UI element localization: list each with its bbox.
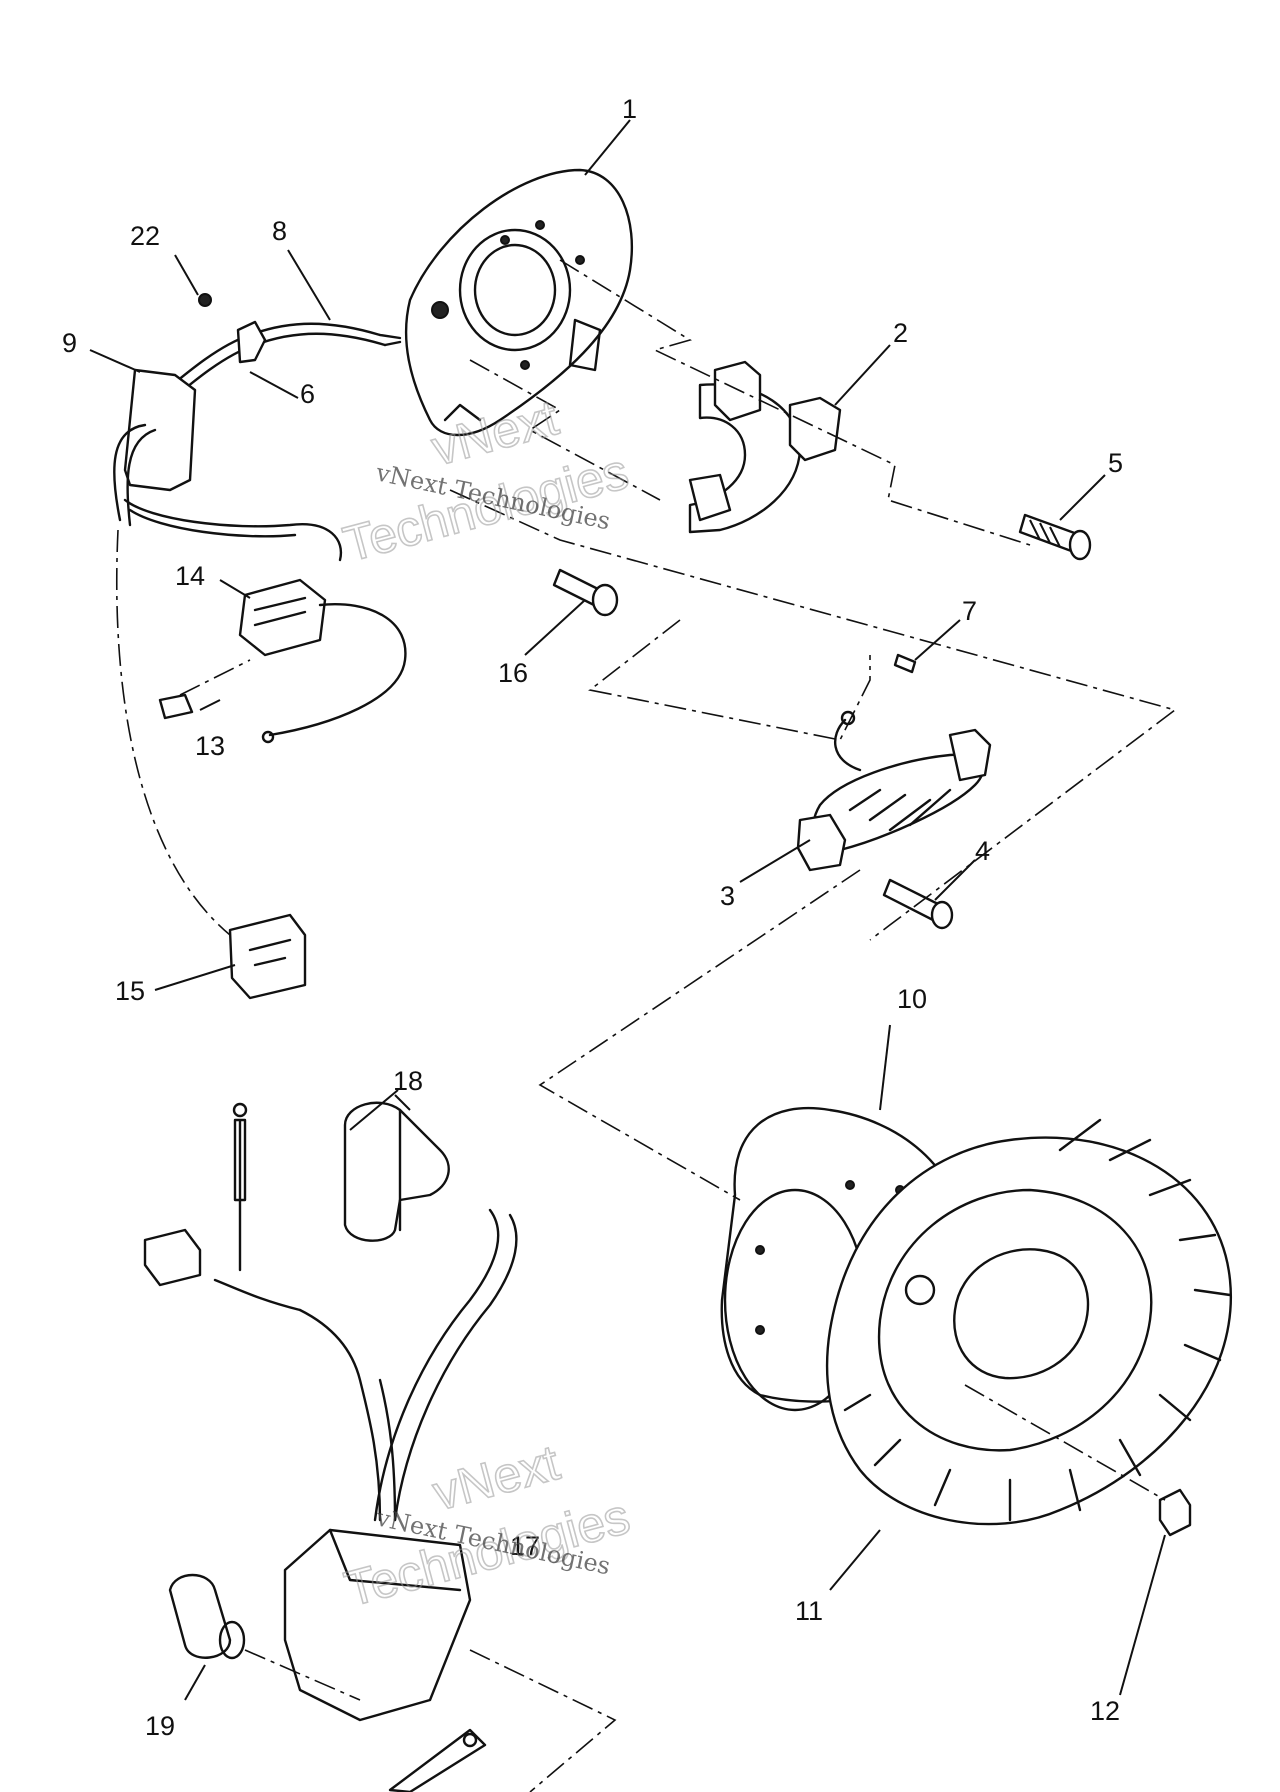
callout-15: 15 [115, 976, 145, 1006]
screw-5 [1018, 513, 1092, 561]
callout-4: 4 [975, 836, 990, 866]
callout-6: 6 [300, 379, 315, 409]
spark-plug-cap [343, 1101, 450, 1242]
callout-13: 13 [195, 731, 225, 761]
wire-harness [113, 293, 402, 562]
stator-plate [404, 168, 634, 437]
callout-10: 10 [897, 984, 927, 1014]
flywheel [720, 1106, 1233, 1526]
leader-lines [89, 119, 1166, 1701]
pulser-coil [688, 360, 842, 534]
terminal [158, 693, 194, 720]
callout-11: 11 [795, 1596, 823, 1626]
connector-15 [228, 913, 307, 1000]
callout-1: 1 [622, 94, 637, 124]
callout-16: 16 [498, 658, 528, 688]
flywheel-nut [1158, 1488, 1192, 1537]
callout-17: 17 [510, 1531, 540, 1561]
callout-9: 9 [62, 328, 77, 358]
watermark-lower: vNext Technologies [338, 1433, 636, 1618]
callout-14: 14 [175, 561, 205, 591]
callout-8: 8 [272, 216, 287, 246]
callout-3: 3 [720, 881, 735, 911]
callout-18: 18 [393, 1066, 423, 1096]
screw-7 [893, 653, 917, 674]
callout-12: 12 [1090, 1696, 1120, 1726]
screw-4 [882, 878, 954, 930]
assembly-guide-lines [115, 259, 1177, 1792]
callout-7: 7 [962, 596, 977, 626]
callout-19: 19 [145, 1711, 175, 1741]
callout-2: 2 [893, 318, 908, 348]
callout-22: 22 [130, 221, 160, 251]
mounting-bracket [388, 1728, 487, 1792]
regulator [238, 578, 407, 744]
screw-16 [552, 568, 619, 617]
callouts: 1 2 3 4 5 6 7 8 9 10 11 12 13 14 15 16 1… [62, 94, 1123, 1741]
callout-5: 5 [1108, 448, 1123, 478]
charge-coil [796, 710, 992, 872]
spacer-19 [168, 1573, 246, 1660]
ignition-coil [143, 1102, 518, 1722]
